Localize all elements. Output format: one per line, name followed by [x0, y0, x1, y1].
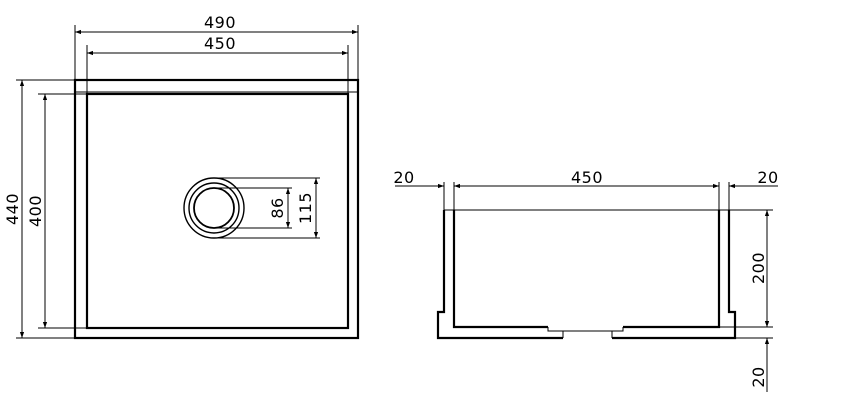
- dim-overall-width: 490: [74, 13, 359, 80]
- drain-outer-ring: [183, 177, 245, 239]
- label-side-depth: 200: [749, 252, 768, 284]
- dim-inner-depth: 400: [26, 93, 87, 329]
- side-right-wall: [612, 210, 737, 340]
- side-basin-right: [623, 210, 721, 329]
- plan-outer-outline: [73, 78, 360, 340]
- side-basin-left: [452, 210, 548, 329]
- drain-inner-ring: [193, 187, 235, 229]
- dim-inner-width: 450: [86, 34, 349, 94]
- label-inner-depth: 400: [26, 195, 45, 227]
- dim-side-left-rim: 20: [393, 168, 455, 210]
- dim-side-base: 20: [735, 296, 773, 392]
- dim-side-right-rim: 20: [728, 168, 778, 210]
- plan-view: 490 450 440 400 86: [3, 13, 360, 340]
- label-side-right-rim: 20: [757, 168, 778, 187]
- drain: [183, 177, 245, 239]
- side-view: 20 450 20 200 20: [393, 168, 778, 392]
- label-overall-width: 490: [204, 13, 236, 32]
- drain-mid-ring: [188, 182, 240, 234]
- dim-side-depth: 200: [719, 209, 773, 328]
- label-inner-width: 450: [204, 34, 236, 53]
- dim-drain-outer: 115: [214, 177, 320, 239]
- label-drain-inner: 86: [268, 197, 287, 218]
- side-left-wall: [436, 210, 563, 340]
- dim-drain-inner: 86: [214, 187, 292, 229]
- label-side-base: 20: [749, 366, 768, 387]
- dim-overall-depth: 440: [3, 79, 75, 339]
- label-side-inner-width: 450: [571, 168, 603, 187]
- label-side-left-rim: 20: [393, 168, 414, 187]
- label-drain-outer: 115: [296, 192, 315, 224]
- plan-inner-basin: [85, 92, 350, 330]
- side-drain-outlet: [547, 327, 624, 338]
- label-overall-depth: 440: [3, 193, 22, 225]
- dim-side-inner-width: 450: [454, 168, 720, 210]
